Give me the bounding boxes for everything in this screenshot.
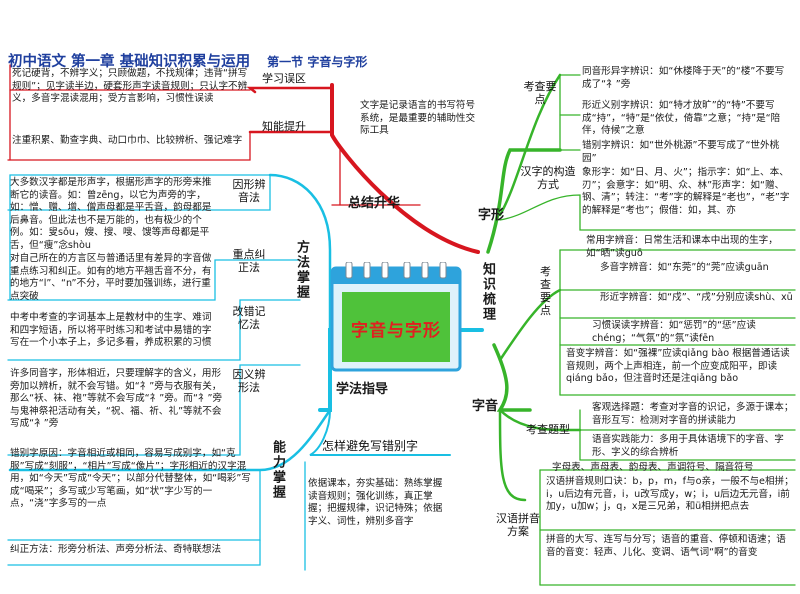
method-4-text: 许多同音字，形体相近，只要理解字的含义，用形旁加以辨析，就不会写错。如“礻”旁与… <box>10 368 223 430</box>
method-4-label: 因义辨形法 <box>232 368 266 394</box>
avoid-typo-text: 依据课本，夯实基础：熟练掌握读音规则；强化训练，真正掌握；把握规律，识记特殊；依… <box>308 478 443 527</box>
fix-method-text: 纠正方法：形旁分析法、声旁分析法、奇特联想法 <box>10 544 222 555</box>
structure-text: 象形字：如“日、月、火”；指示字：如“上、本、刃”；会意字：如“明、众、林”形声… <box>582 167 790 216</box>
ziyin-point-3: 习惯误读字辨音：如“惩罚”的“惩”应读chéng；“气氛”的“氛”读fēn <box>592 320 756 344</box>
zixing-focus-label: 考查要点 <box>523 80 557 106</box>
page-title: 初中语文 第一章 基础知识积累与运用 <box>8 54 251 70</box>
ziyin-point-1: 多音字辨音：如“东莞”的“莞”应读guān <box>600 262 769 273</box>
summary-label: 总结升华 <box>348 196 401 211</box>
red-branch-error <box>246 86 334 94</box>
zixing-point-1: 同音形异字辨识：如“休楼降于天”的“楼”不要写成了“礻”旁 <box>582 66 785 90</box>
calendar-graphic <box>330 261 462 372</box>
zixing-point-3: 错别字辨识：如“世外桃源”不要写成了“世外桃园” <box>582 140 780 164</box>
study-guide-label: 学法指导 <box>336 382 389 397</box>
ziyin-point-2: 形近字辨音：如“戍”、“戌”分别应读shù、xū <box>600 292 793 303</box>
pinyin-point-3: 拼音的大写、连写与分写；语音的重音、停顿和语速；语音的音变：轻声、儿化、变调、语… <box>546 534 786 558</box>
knowledge-label: 知识梳理 <box>480 262 495 322</box>
ziyin-focus-label: 考查要点 <box>540 265 551 317</box>
section-title: 第一节 字音与字形 <box>267 55 368 69</box>
ability-label: 能力掌握 <box>270 440 285 500</box>
question-type-1: 客观选择题：考查对字音的识记，多源于课本；音形互写：检测对字音的拼读能力 <box>592 402 794 426</box>
method-3-text: 中考中考查的字词基本上是教材中的生字、难词和四字短语，所以将平时练习和考试中易错… <box>10 312 212 349</box>
pinyin-label: 汉语拼音方案 <box>496 512 540 538</box>
structure-label: 汉字的构造方式 <box>520 165 576 191</box>
learning-mistakes-text: 死记硬背，不辨字义；只顾做题，不找规律；违背“拼写规则”；见字读半边，硬套形声字… <box>12 68 248 105</box>
methods-group-label: 方法掌握 <box>294 240 309 300</box>
ziyin-label: 字音 <box>472 399 499 414</box>
method-2-label: 重点纠正法 <box>232 248 266 274</box>
skill-improve-text: 注重积累、勤查字典、动口巾巾、比较辨析、强记难字 <box>12 135 243 146</box>
calendar-icon: 字音与字形 <box>330 261 462 372</box>
branch-skill-improve: 知能提升 <box>262 120 306 133</box>
page-header: 初中语文 第一章 基础知识积累与运用 第一节 字音与字形 <box>8 50 379 71</box>
question-type-label: 考查题型 <box>526 423 570 436</box>
ziyin-point-0: 常用字辨音：日常生活和课本中出现的生字，如“晒”读guō <box>586 235 778 259</box>
center-title: 字音与字形 <box>351 321 441 341</box>
zixing-label: 字形 <box>478 208 505 223</box>
summary-text: 文字是记录语言的书写符号系统，是最重要的辅助性交际工具 <box>360 100 476 137</box>
avoid-typo-label: 怎样避免写错别字 <box>322 439 419 453</box>
pinyin-point-2: 汉语拼音规则口诀：b，p，m，f与o亲，一般不与e相拼；i，u后边有元音，i，u… <box>546 476 794 513</box>
question-type-2: 语音实践能力：多用于具体语境下的字音、字形、字义的综合辨析 <box>592 434 784 458</box>
red-branch-main <box>330 83 480 254</box>
method-3-label: 改错记忆法 <box>232 305 266 331</box>
method-2-text: 对自己所在的方言区与普通话里有差异的字音做重点练习和纠正。如有的地方平翘舌音不分… <box>10 253 212 302</box>
zixing-point-2: 形近义别字辨识：如“特才放旷”的“特”不要写成“持”，“特”是“依仗，倚靠”之意… <box>582 100 781 137</box>
error-cause-text: 错别字原因：字音相近或相同，容易写成别字，如“克服”写成“刻服”，“相片”写成“… <box>10 448 251 510</box>
ziyin-point-4: 音变字辨音：如“强裸”应读qiǎng bào 根据普通话读音规则，两个上声相连，… <box>566 348 790 385</box>
pinyin-point-1: 字母表、声母表、韵母表、声调符号、隔音符号 <box>552 462 754 473</box>
branch-learning-mistakes: 学习误区 <box>262 72 306 85</box>
method-1-text: 大多数汉字都是形声字，根据形声字的形旁来推断它的读音。如：曾zēng，以它为声旁… <box>10 177 212 251</box>
method-1-label: 因形辨音法 <box>232 178 266 204</box>
